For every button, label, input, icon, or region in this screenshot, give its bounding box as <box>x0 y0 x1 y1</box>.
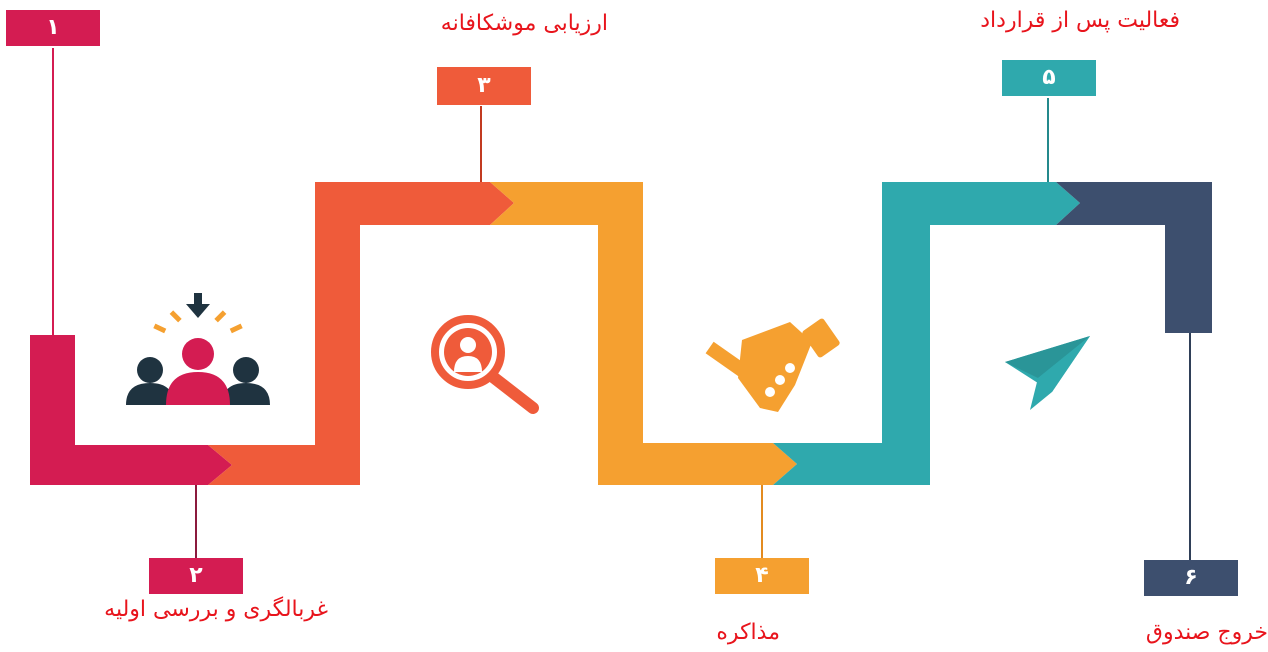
step-badge-5: ۵ <box>1002 60 1096 96</box>
handshake-icon <box>705 318 840 412</box>
path-segment-5 <box>1056 182 1212 333</box>
step-number-1: ١ <box>46 15 60 40</box>
step-label-2: غربالگری و بررسی اولیه <box>104 597 328 622</box>
paper-plane-icon <box>1005 336 1090 410</box>
step-number-5: ۵ <box>1042 65 1056 90</box>
step-number-2: ٢ <box>189 563 203 588</box>
magnifier-person-icon <box>431 315 539 414</box>
path-segment-1 <box>30 335 232 485</box>
path-segment-3 <box>490 182 797 485</box>
step-number-6: ۶ <box>1184 565 1198 590</box>
path-segment-2 <box>208 182 514 485</box>
step-badge-6: ۶ <box>1144 560 1238 596</box>
step-label-6: خروج صندوق <box>1145 620 1268 645</box>
step-number-4: ۴ <box>755 563 769 588</box>
step-label-3: ارزیابی موشکافانه <box>440 11 608 36</box>
step-badge-4: ۴ <box>715 558 809 594</box>
step-label-4: مذاکره <box>716 620 780 645</box>
step-badge-1: ١ <box>6 10 100 46</box>
path-segment-4 <box>773 182 1080 485</box>
step-badge-3: ٣ <box>437 67 531 105</box>
step-number-3: ٣ <box>477 73 491 98</box>
people-selection-icon <box>126 293 270 405</box>
step-badge-2: ٢ <box>149 558 243 594</box>
step-label-5: فعالیت پس از قرارداد <box>980 8 1180 33</box>
